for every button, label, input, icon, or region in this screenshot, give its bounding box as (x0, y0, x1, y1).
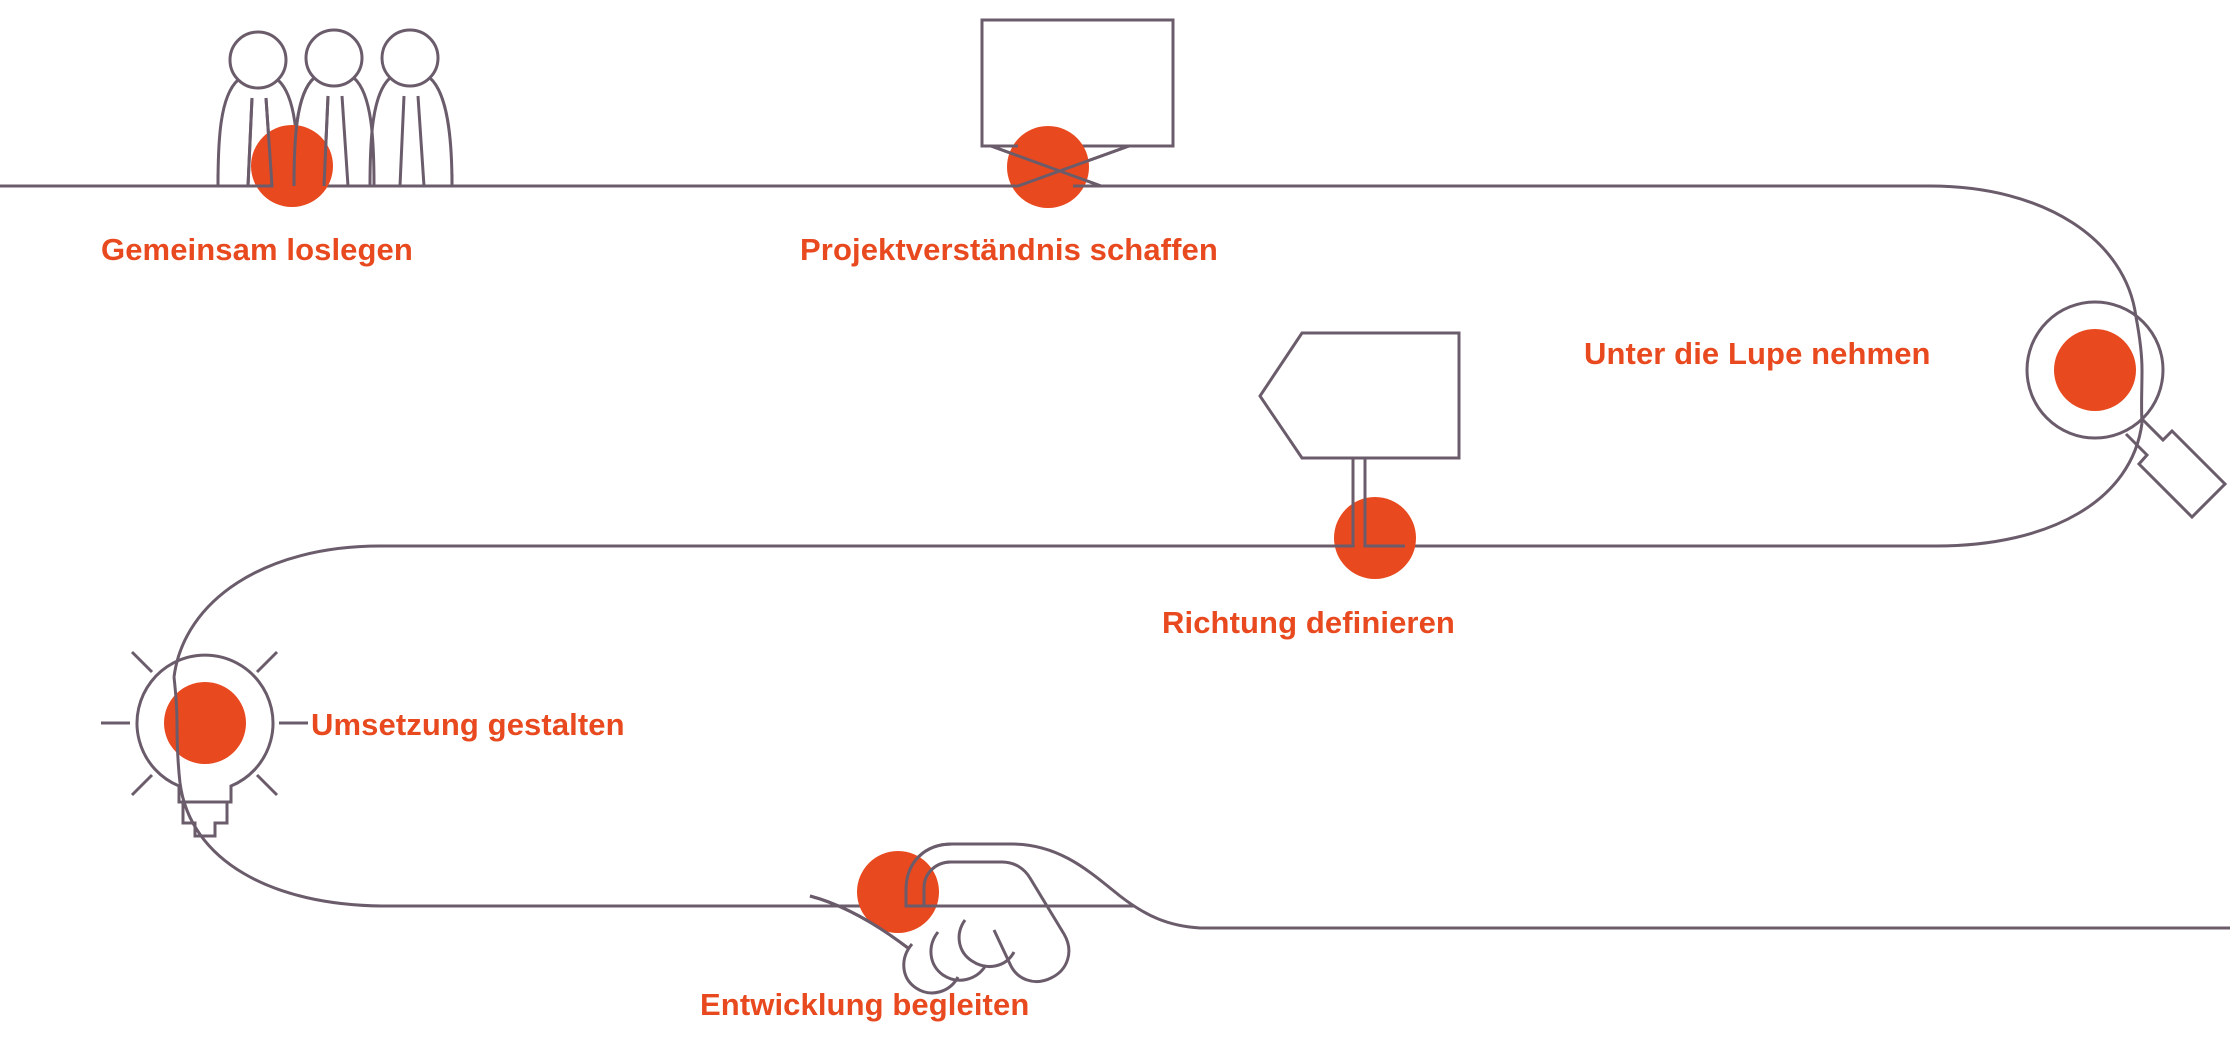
person-1-body-right-overlay (248, 97, 274, 188)
direction-flag-overlay (1310, 458, 1405, 548)
people-ground-step-right (450, 174, 620, 188)
step-3-dot (2054, 329, 2136, 411)
hand-finger-ring (929, 931, 988, 982)
people-ground-step (0, 174, 220, 188)
step-label-gemeinsam-loslegen: Gemeinsam loslegen (101, 232, 413, 267)
flipchart-frame (980, 18, 1175, 148)
lightbulb-icon (101, 650, 308, 838)
step-5-dot (164, 682, 246, 764)
magnifier-lens (2025, 300, 2165, 440)
person-3-head (380, 28, 440, 88)
journey-line-uturn-right (172, 422, 2144, 678)
step-1-dot (251, 125, 333, 207)
journey-line-through-magnifier (2134, 316, 2144, 424)
flipchart-leg-right-overlay (991, 144, 1130, 188)
hand-finger-pinky (902, 943, 960, 995)
hand-palm-bottom-overlay (809, 894, 909, 950)
journey-line-through-lightbulb (172, 676, 182, 784)
person-2-head (304, 28, 364, 88)
person-1-head (228, 30, 288, 90)
step-label-richtung-definieren: Richtung definieren (1162, 605, 1455, 640)
lightbulb-ray-ne (255, 650, 279, 674)
step-6-dot (857, 851, 939, 933)
step-label-unter-die-lupe-nehmen: Unter die Lupe nehmen (1584, 336, 1931, 371)
person-1-body (216, 78, 254, 188)
person-1-body-overlay (246, 97, 254, 187)
journey-line-uturn-left (178, 782, 1130, 908)
flipchart-overlay (990, 144, 1130, 188)
step-label-umsetzung-gestalten: Umsetzung gestalten (311, 707, 625, 742)
lightbulb-ray-nw (130, 650, 154, 674)
lightbulb-glass (135, 653, 275, 804)
lightbulb-base (181, 802, 229, 838)
magnifier-handle (2124, 417, 2228, 520)
hand-finger-middle (957, 919, 1016, 968)
flag-banner (1258, 331, 1461, 460)
magnifier-icon (2025, 300, 2228, 520)
person-3-body (368, 76, 406, 188)
flag-post-right-overlay (1363, 458, 1405, 548)
hand-overlay (809, 842, 1130, 950)
hand-finger-index-overlay (922, 860, 1002, 906)
person-2-body-overlay (322, 95, 330, 187)
hand-wrist-top-overlay (904, 842, 1130, 908)
flag-post-left-overlay (1310, 458, 1355, 548)
three-people-overlay (246, 76, 330, 188)
journey-line-group (0, 184, 2144, 908)
hand-wrist-top (904, 842, 2230, 930)
lightbulb-ray-se (255, 773, 279, 797)
step-label-projektverstaendnis-schaffen: Projektverständnis schaffen (800, 232, 1218, 267)
hand-finger-index (922, 860, 1071, 983)
person-3-body-right (416, 76, 454, 188)
person-2-left-arc-overlay (292, 76, 316, 187)
flipchart-leg-left-overlay (990, 144, 1102, 188)
step-label-entwicklung-begleiten: Entwicklung begleiten (700, 987, 1030, 1022)
lightbulb-ray-sw (130, 773, 154, 797)
step-4-dot (1334, 497, 1416, 579)
journey-line-row1 (0, 184, 2138, 318)
hand-icon (809, 842, 2230, 995)
